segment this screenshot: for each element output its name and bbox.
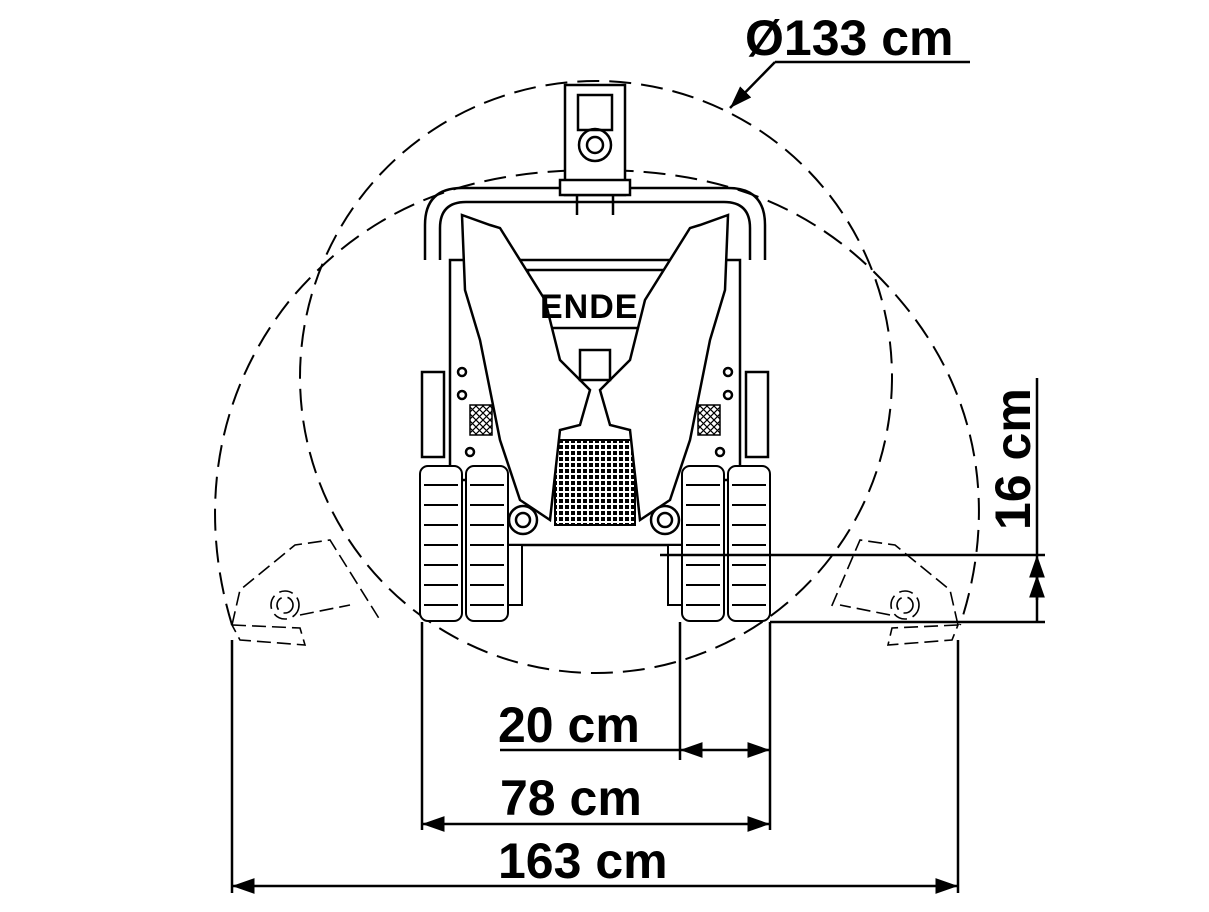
dimension-extension-lines xyxy=(230,622,960,893)
track-left xyxy=(419,465,523,622)
swing-circle-inner xyxy=(299,80,893,674)
front-grill xyxy=(554,439,636,526)
arm-left xyxy=(460,213,592,523)
dimension-track-width: 20 cm xyxy=(498,697,770,758)
side-post-right xyxy=(744,370,770,459)
track-right xyxy=(667,465,771,622)
dimension-undercarriage-width: 78 cm xyxy=(422,770,770,832)
side-post-left xyxy=(420,370,446,459)
brand-text: ENDE xyxy=(540,288,638,326)
ground-clearance-label: 16 cm xyxy=(985,388,1041,530)
dimension-swing-diameter: Ø133 cm xyxy=(729,10,970,109)
mast xyxy=(563,83,627,197)
undercarriage-width-label: 78 cm xyxy=(500,770,642,826)
blade-width-label: 163 cm xyxy=(498,833,668,889)
tracks xyxy=(419,465,771,622)
dimension-ground-clearance xyxy=(660,378,1045,624)
machine-body xyxy=(420,83,770,547)
dimension-blade-width: 163 cm xyxy=(232,833,958,894)
swing-diameter-label: Ø133 cm xyxy=(745,10,953,66)
track-width-label: 20 cm xyxy=(498,697,640,753)
blade-left-phantom xyxy=(230,539,381,646)
arm-right xyxy=(598,213,730,523)
blade-right-phantom xyxy=(829,539,960,646)
